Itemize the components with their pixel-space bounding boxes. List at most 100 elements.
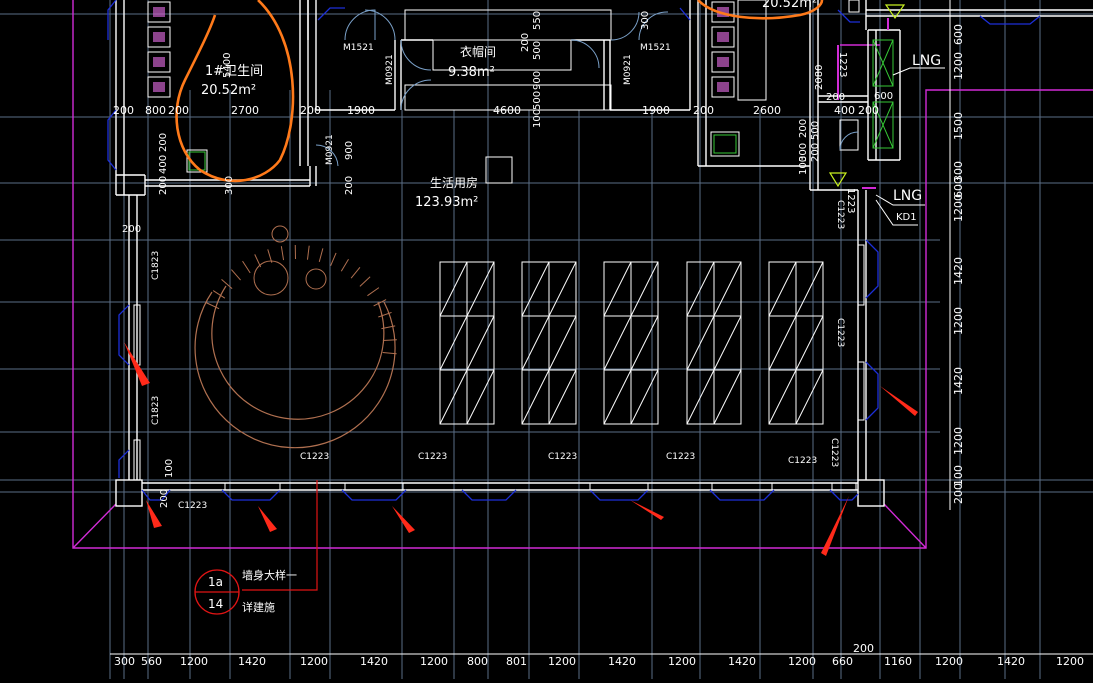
dim-text: 500: [532, 91, 543, 110]
dim-text: 200: [344, 176, 355, 195]
window-tag: C1823: [151, 396, 161, 425]
dim-text: 400: [158, 155, 169, 174]
dim-text: 200: [168, 104, 189, 117]
dim-text: 200: [158, 176, 169, 195]
dim-text: 1200: [300, 655, 328, 668]
room-area: 123.93m²: [415, 195, 478, 210]
window-tag: C1223: [666, 452, 695, 462]
dim-text: 200: [113, 104, 134, 117]
dim-text: 800: [145, 104, 166, 117]
door-tag: M0921: [325, 134, 335, 165]
callout-bottom: 14: [208, 597, 223, 611]
dim-text: 1200: [788, 655, 816, 668]
dim-text: 801: [506, 655, 527, 668]
dim-text: 2700: [231, 104, 259, 117]
callout-title: 墙身大样一: [242, 568, 297, 582]
callout-top: 1a: [208, 575, 223, 589]
dim-text: 550: [532, 11, 543, 30]
dim-text: 2600: [753, 104, 781, 117]
dim-text: 660: [832, 655, 853, 668]
dim-text: 1420: [728, 655, 756, 668]
dim-text: 1500: [952, 112, 965, 140]
dim-text: 900: [532, 71, 543, 90]
dim-text: 1200: [952, 194, 965, 222]
window-tag: C1223: [178, 501, 207, 511]
dim-text: 1420: [608, 655, 636, 668]
room-name: 生活用房: [430, 175, 478, 190]
callout-subtitle: 详建施: [242, 600, 275, 614]
dim-text: 1223: [837, 52, 848, 77]
dim-text: 300: [640, 11, 651, 30]
room-area: 20.52m²: [762, 0, 817, 11]
room-area: 9.38m²: [448, 65, 495, 80]
dim-text: 200: [810, 143, 821, 162]
dim-text: 200: [826, 92, 845, 103]
door-tag: M0921: [623, 54, 633, 85]
dim-text: 1160: [884, 655, 912, 668]
dim-text: 1900: [642, 104, 670, 117]
dim-text: 100: [952, 465, 965, 486]
dim-text: 300: [114, 655, 135, 668]
dim-text: 200: [853, 642, 874, 655]
dim-text: 1200: [952, 52, 965, 80]
dim-text: 300: [798, 143, 809, 162]
room-name: 衣帽间: [460, 44, 496, 59]
door-tag: M1521: [640, 43, 671, 53]
dim-text: 200: [693, 104, 714, 117]
dim-text: 300: [224, 176, 235, 195]
window-tag: C1223: [829, 438, 839, 467]
window-tag: C1223: [418, 452, 447, 462]
dim-text: 1200: [668, 655, 696, 668]
window-tag: C1223: [548, 452, 577, 462]
dim-text: 600: [874, 91, 893, 102]
dim-text: 500: [532, 41, 543, 60]
door-tag: M0921: [385, 54, 395, 85]
dim-text: 200: [158, 133, 169, 152]
dim-text: 400: [834, 104, 855, 117]
lng-label: LNG: [893, 188, 922, 204]
dim-text: 1420: [952, 257, 965, 285]
dim-text: 200: [300, 104, 321, 117]
window-tag: C1223: [835, 200, 845, 229]
dim-text: 800: [467, 655, 488, 668]
dim-text: 600: [952, 24, 965, 45]
room-name: 1#卫生间: [205, 64, 263, 79]
dim-text: 200: [159, 489, 170, 508]
window-tag: C1223: [300, 452, 329, 462]
dim-text: 560: [141, 655, 162, 668]
dim-text: 1420: [997, 655, 1025, 668]
dim-text: 1200: [952, 427, 965, 455]
kd-label: KD1: [896, 212, 917, 223]
dim-text: 200: [952, 483, 965, 504]
dim-text: 500: [810, 121, 821, 140]
dim-text: 2080: [814, 65, 825, 90]
window-tag: C1223: [835, 318, 845, 347]
dim-text: 200: [858, 104, 879, 117]
dim-text: 1200: [548, 655, 576, 668]
door-tag: M1521: [343, 43, 374, 53]
dim-text: 1420: [238, 655, 266, 668]
dim-text: 1200: [1056, 655, 1084, 668]
dim-text: 1420: [952, 367, 965, 395]
dim-text: 1200: [420, 655, 448, 668]
dim-text: 100: [532, 109, 543, 128]
dim-text: 200: [520, 33, 531, 52]
lng-label: LNG: [912, 53, 941, 69]
dim-text: 1200: [935, 655, 963, 668]
dim-text: 200: [122, 224, 141, 235]
dim-text: 1200: [180, 655, 208, 668]
dim-text: 4600: [493, 104, 521, 117]
window-tag: C1823: [151, 251, 161, 280]
dim-text: 1200: [952, 307, 965, 335]
dim-text: 1900: [347, 104, 375, 117]
dim-text: 1420: [360, 655, 388, 668]
dim-text: 5400: [222, 53, 233, 78]
dim-text: 200: [798, 119, 809, 138]
room-area: 20.52m²: [201, 83, 256, 98]
dim-text: 900: [344, 141, 355, 160]
window-tag: C1223: [788, 456, 817, 466]
dim-text: 1223: [845, 188, 856, 213]
